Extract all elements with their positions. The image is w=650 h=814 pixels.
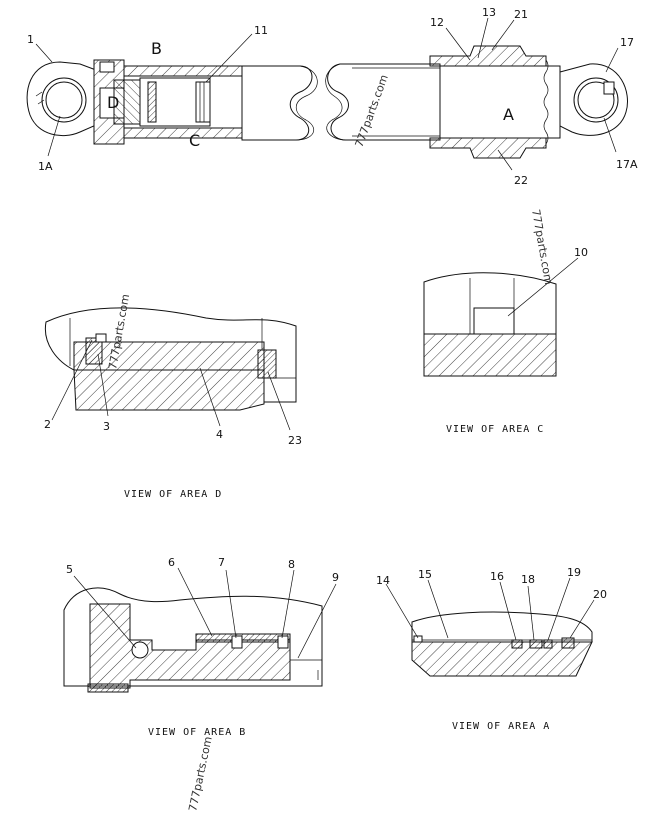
barrel-tube — [241, 63, 441, 141]
callout-3: 3 — [103, 420, 110, 433]
callout-17a: 17A — [616, 158, 638, 171]
view-d-caption: VIEW OF AREA D — [124, 489, 222, 500]
callout-22: 22 — [514, 174, 528, 187]
callout-2: 2 — [44, 418, 51, 431]
view-area-b: 5 6 7 8 9 VIEW OF AREA B — [63, 556, 339, 738]
view-c-caption: VIEW OF AREA C — [446, 424, 544, 435]
rod-gland — [429, 45, 561, 159]
top-callouts: 1 1A 11 12 13 21 17 17A 22 — [27, 6, 638, 187]
callout-5: 5 — [66, 563, 73, 576]
rod-end-eye — [559, 63, 628, 136]
view-area-c: 10 VIEW OF AREA C — [423, 246, 588, 435]
callout-18: 18 — [521, 573, 535, 586]
callout-14: 14 — [376, 574, 390, 587]
callout-12: 12 — [430, 16, 444, 29]
cylinder-assembly: B D C A 1 1A 11 12 13 21 17 17A 22 — [26, 6, 638, 187]
callout-21: 21 — [514, 8, 528, 21]
head-section — [93, 59, 243, 145]
view-d-callouts: 2 3 4 23 — [44, 339, 302, 447]
head-end-eye — [26, 61, 97, 137]
callout-4: 4 — [216, 428, 223, 441]
callout-10: 10 — [574, 246, 588, 259]
area-label-a: A — [503, 105, 514, 124]
view-a-caption: VIEW OF AREA A — [452, 721, 550, 732]
callout-20: 20 — [593, 588, 607, 601]
view-a-callouts: 14 15 16 18 19 20 — [376, 566, 607, 641]
callout-17: 17 — [620, 36, 634, 49]
watermark: 777parts.com — [529, 208, 555, 285]
area-label-d: D — [107, 93, 119, 112]
callout-15: 15 — [418, 568, 432, 581]
callout-9: 9 — [332, 571, 339, 584]
area-label-b: B — [151, 39, 162, 58]
watermark: 777parts.com — [186, 735, 215, 812]
view-area-a: 14 15 16 18 19 20 VIEW OF AREA A — [376, 566, 607, 732]
area-label-c: C — [189, 131, 200, 150]
callout-1: 1 — [27, 33, 34, 46]
view-area-d: 2 3 4 23 VIEW OF AREA D — [44, 307, 302, 500]
callout-23: 23 — [288, 434, 302, 447]
callout-13: 13 — [482, 6, 496, 19]
callout-8: 8 — [288, 558, 295, 571]
view-b-caption: VIEW OF AREA B — [148, 727, 246, 738]
callout-19: 19 — [567, 566, 581, 579]
callout-1a: 1A — [38, 160, 53, 173]
callout-11: 11 — [254, 24, 268, 37]
callout-7: 7 — [218, 556, 225, 569]
callout-16: 16 — [490, 570, 504, 583]
view-b-callouts: 5 6 7 8 9 — [66, 556, 339, 659]
callout-6: 6 — [168, 556, 175, 569]
